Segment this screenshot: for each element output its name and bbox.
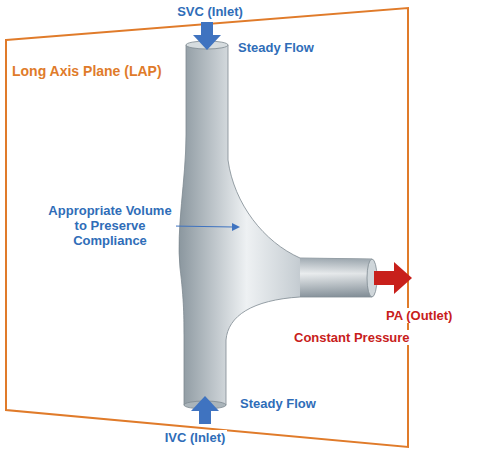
volume-note: Appropriate Volume to Preserve Complianc… <box>44 203 176 248</box>
pa-branch <box>300 258 372 297</box>
boundary-condition-label: Steady Flow <box>238 396 318 411</box>
boundary-condition-label: Steady Flow <box>236 40 316 55</box>
inlet-label: SVC (Inlet) <box>175 4 245 19</box>
long-axis-plane <box>6 8 408 447</box>
leader-line <box>172 226 234 227</box>
boundary-condition-label: Constant Pressure <box>292 330 412 345</box>
plane-label: Long Axis Plane (LAP) <box>10 64 164 79</box>
ivc-flow-arrow <box>191 396 219 424</box>
outlet-label: PA (Outlet) <box>384 308 454 323</box>
svc-flow-arrow <box>193 22 221 50</box>
leader-arrowhead <box>232 223 240 231</box>
tcpc-vessel <box>179 45 372 405</box>
pa-outflow-arrow <box>374 262 412 294</box>
inlet-label: IVC (Inlet) <box>163 430 228 445</box>
